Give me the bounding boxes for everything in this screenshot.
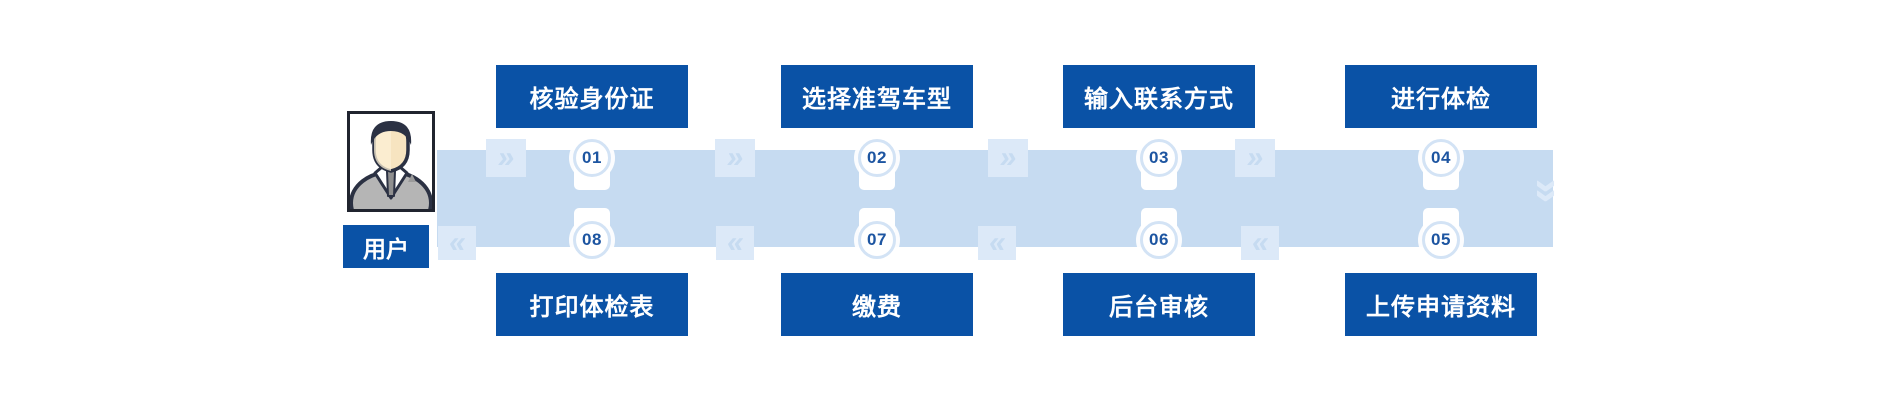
step-number-badge: 02 <box>858 139 896 177</box>
arrow-right-icon: » <box>715 139 755 177</box>
step-number: 02 <box>867 148 887 167</box>
step-box-upload-documents: 上传申请资料 <box>1345 273 1537 336</box>
step-label: 上传申请资料 <box>1366 294 1516 321</box>
step-number-badge: 01 <box>573 139 611 177</box>
arrow-left-icon: « <box>438 226 476 260</box>
user-label-text: 用户 <box>363 235 409 262</box>
step-node-02: 02 <box>855 136 899 190</box>
arrow-right-icon: » <box>988 139 1028 177</box>
step-number-badge: 05 <box>1422 221 1460 259</box>
step-label: 后台审核 <box>1109 294 1209 321</box>
user-label: 用户 <box>343 225 429 268</box>
arrow-left-icon: « <box>716 226 754 260</box>
arrow-left-icon: « <box>978 226 1016 260</box>
step-number: 08 <box>582 230 602 249</box>
arrow-glyph: « <box>986 226 1008 259</box>
step-label: 缴费 <box>852 294 902 321</box>
step-node-08: 08 <box>570 208 614 262</box>
step-box-pay-fee: 缴费 <box>781 273 973 336</box>
step-box-select-vehicle-type: 选择准驾车型 <box>781 65 973 128</box>
arrow-glyph: » <box>1244 141 1266 174</box>
arrow-right-icon: » <box>486 139 526 177</box>
step-node-06: 06 <box>1137 208 1181 262</box>
step-number-badge: 08 <box>573 221 611 259</box>
step-number-badge: 03 <box>1140 139 1178 177</box>
step-box-enter-contact: 输入联系方式 <box>1063 65 1255 128</box>
arrow-right-icon: » <box>1235 139 1275 177</box>
arrow-turn-down-icon: » <box>1523 170 1573 212</box>
step-number: 04 <box>1431 148 1451 167</box>
arrow-glyph: » <box>495 141 517 174</box>
step-node-07: 07 <box>855 208 899 262</box>
person-icon <box>350 114 432 209</box>
arrow-glyph: « <box>446 226 468 259</box>
step-label: 选择准驾车型 <box>802 86 952 113</box>
step-box-verify-id: 核验身份证 <box>496 65 688 128</box>
step-node-03: 03 <box>1137 136 1181 190</box>
step-node-01: 01 <box>570 136 614 190</box>
step-box-backend-review: 后台审核 <box>1063 273 1255 336</box>
user-avatar <box>347 111 435 212</box>
step-number: 07 <box>867 230 887 249</box>
arrow-glyph: » <box>1523 178 1573 204</box>
arrow-glyph: » <box>997 141 1019 174</box>
step-box-physical-exam: 进行体检 <box>1345 65 1537 128</box>
step-number-badge: 07 <box>858 221 896 259</box>
arrow-glyph: » <box>724 141 746 174</box>
arrow-glyph: « <box>724 226 746 259</box>
step-label: 打印体检表 <box>529 294 655 321</box>
step-node-04: 04 <box>1419 136 1463 190</box>
step-number: 05 <box>1431 230 1451 249</box>
step-number-badge: 04 <box>1422 139 1460 177</box>
step-number: 03 <box>1149 148 1169 167</box>
step-label: 进行体检 <box>1391 86 1491 113</box>
step-number: 01 <box>582 148 602 167</box>
step-box-print-exam-form: 打印体检表 <box>496 273 688 336</box>
step-label: 输入联系方式 <box>1084 86 1234 113</box>
arrow-left-icon: « <box>1241 226 1279 260</box>
step-number: 06 <box>1149 230 1169 249</box>
step-label: 核验身份证 <box>529 86 655 113</box>
step-number-badge: 06 <box>1140 221 1178 259</box>
arrow-glyph: « <box>1249 226 1271 259</box>
step-node-05: 05 <box>1419 208 1463 262</box>
